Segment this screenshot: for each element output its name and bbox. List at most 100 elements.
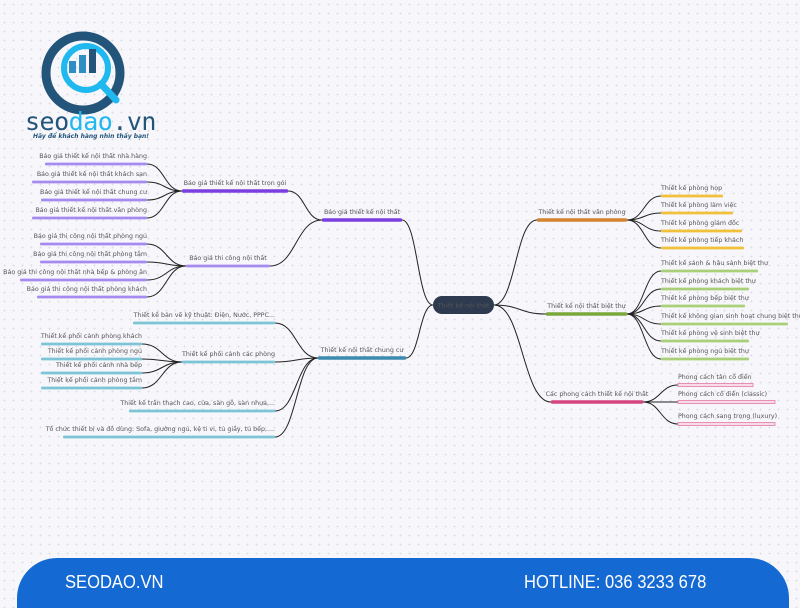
perspective-child[interactable]: Thiết kế phối cảnh phòng khách [40, 332, 142, 346]
style-child-underline [677, 383, 754, 387]
branch-office-underline [537, 218, 627, 222]
villa-child-label: Thiết kế không gian sinh hoạt chung biệt… [660, 312, 800, 320]
perspective-child-label: Thiết kế phối cảnh nhà bếp [55, 361, 142, 369]
quote-construction-label: Báo giá thi công nội thất [189, 254, 267, 262]
logo-ring-icon [41, 31, 125, 115]
branch-villa[interactable]: Thiết kế nội thất biệt thự [546, 302, 627, 316]
apartment-technical[interactable]: Thiết kế bản vẽ kỹ thuật: Điện, Nước, PP… [133, 311, 276, 325]
construction-child[interactable]: Báo giá thi công nội thất phòng khách [27, 285, 147, 299]
connector [146, 243, 187, 267]
villa-child[interactable]: Thiết kế phòng vệ sinh biệt thự [660, 329, 760, 343]
branch-office[interactable]: Thiết kế nội thất văn phòng [537, 208, 627, 222]
style-child-label: Phong cách tân cổ điển [678, 372, 752, 381]
villa-child-underline [661, 269, 758, 273]
apartment-perspective-label: Thiết kế phối cảnh các phòng [181, 350, 275, 358]
root-node[interactable]: Thiết kế nội thất [433, 296, 494, 314]
package-child-label: Báo giá thiết kế nội thất văn phòng [35, 206, 147, 214]
quote-package-label: Báo giá thiết kế nội thất trọn gói [184, 179, 287, 187]
seodao-logo [41, 31, 125, 115]
branch-styles[interactable]: Các phong cách thiết kế nội thất [546, 390, 649, 404]
construction-child-underline [40, 260, 147, 264]
apartment-ceiling[interactable]: Thiết kế trần thạch cao, cửa, sàn gỗ, sà… [119, 398, 275, 413]
office-child[interactable]: Thiết kế phòng làm việc [660, 201, 737, 215]
villa-child[interactable]: Thiết kế sảnh & hậu sảnh biệt thự [660, 259, 769, 273]
office-child-underline [661, 194, 723, 198]
root-node-label: Thiết kế nội thất [437, 302, 490, 310]
perspective-child[interactable]: Thiết kế phối cảnh phòng tắm [41, 375, 142, 390]
connector [141, 361, 183, 389]
quote-construction[interactable]: Báo giá thi công nội thất [186, 254, 270, 268]
bar-chart-icon [79, 55, 86, 73]
connector [274, 357, 319, 412]
apartment-perspective[interactable]: Thiết kế phối cảnh các phòng [181, 350, 275, 364]
construction-child-label: Báo giá thi công nội thất phòng tắm [33, 249, 147, 258]
office-child-label: Thiết kế phòng tiếp khách [660, 236, 743, 244]
style-child[interactable]: Phong cách sang trọng (luxury) [677, 412, 777, 426]
connector [141, 358, 183, 363]
quote-construction-underline [186, 264, 270, 268]
connector [642, 401, 679, 425]
office-child[interactable]: Thiết kế phòng họp [660, 184, 723, 198]
villa-child-underline [661, 322, 788, 326]
branch-apartment-underline [318, 356, 406, 360]
package-child-label: Báo giá thiết kế nội thất khách sạn [37, 170, 147, 178]
footer-site[interactable]: SEODAO.VN [65, 572, 164, 592]
footer-hotline[interactable]: HOTLINE: 036 3233 678 [524, 572, 707, 592]
office-child-label: Thiết kế phòng họp [660, 184, 722, 192]
quote-package[interactable]: Báo giá thiết kế nội thất trọn gói [182, 179, 288, 193]
apartment-ceiling-label: Thiết kế trần thạch cao, cửa, sàn gỗ, sà… [119, 398, 275, 407]
package-child[interactable]: Báo giá thiết kế nội thất chung cư [40, 188, 148, 202]
apartment-furniture[interactable]: Tổ chức thiết bị và đồ dùng: Sofa, giườn… [45, 424, 275, 439]
construction-child[interactable]: Báo giá thi công nội thất nhà bếp & phòn… [3, 268, 147, 282]
package-child[interactable]: Báo giá thiết kế nội thất khách sạn [32, 170, 147, 184]
villa-child[interactable]: Thiết kế không gian sinh hoạt chung biệt… [660, 312, 800, 326]
villa-child-label: Thiết kế phòng khách biệt thự [660, 277, 757, 285]
perspective-child-label: Thiết kế phối cảnh phòng tắm [46, 375, 142, 384]
construction-child[interactable]: Báo giá thi công nội thất phòng tắm [33, 249, 147, 264]
package-child[interactable]: Báo giá thiết kế nội thất nhà hàng [39, 152, 147, 166]
office-child-underline [661, 211, 733, 215]
villa-child-label: Thiết kế phòng bếp biệt thự [660, 294, 750, 302]
package-child-label: Báo giá thiết kế nội thất nhà hàng [39, 152, 147, 160]
branch-apartment[interactable]: Thiết kế nội thất chung cư [318, 346, 406, 360]
perspective-child-underline [41, 371, 142, 375]
villa-child[interactable]: Thiết kế phòng bếp biệt thự [660, 294, 750, 308]
villa-child-underline [661, 339, 749, 343]
apartment-furniture-label: Tổ chức thiết bị và đồ dùng: Sofa, giườn… [45, 424, 275, 433]
perspective-child-underline [41, 342, 142, 346]
package-child-underline [32, 180, 147, 184]
apartment-ceiling-underline [129, 409, 275, 413]
office-child[interactable]: Thiết kế phòng tiếp khách [660, 236, 744, 250]
perspective-child-underline [41, 357, 142, 361]
construction-child[interactable]: Báo giá thi công nội thất phòng ngủ [34, 232, 147, 246]
perspective-child[interactable]: Thiết kế phối cảnh phòng ngủ [41, 347, 142, 361]
villa-child[interactable]: Thiết kế phòng ngủ biệt thự [660, 347, 750, 361]
connector [493, 304, 552, 403]
construction-child-label: Báo giá thi công nội thất nhà bếp & phòn… [3, 268, 147, 276]
perspective-child[interactable]: Thiết kế phối cảnh nhà bếp [41, 361, 142, 375]
package-child[interactable]: Báo giá thiết kế nội thất văn phòng [32, 206, 147, 220]
root-node-bg [433, 296, 494, 314]
connector [141, 361, 183, 374]
construction-child-underline [37, 295, 147, 299]
connector [146, 261, 187, 267]
perspective-child-label: Thiết kế phối cảnh phòng khách [40, 332, 142, 340]
branch-quote-underline [322, 218, 402, 222]
magnifier-icon [61, 43, 111, 93]
branch-apartment-label: Thiết kế nội thất chung cư [320, 346, 405, 354]
connector [493, 304, 547, 315]
construction-child-label: Báo giá thi công nội thất phòng ngủ [34, 232, 147, 240]
quote-package-underline [182, 189, 288, 193]
villa-child[interactable]: Thiết kế phòng khách biệt thự [660, 277, 757, 291]
logo-tagline: Hãy để khách hàng nhìn thấy bạn! [33, 133, 150, 140]
style-child[interactable]: Phong cách cổ điển (classic) [677, 389, 776, 404]
bar-chart-icon [89, 49, 96, 73]
logo-dao: dao [68, 107, 113, 136]
office-child[interactable]: Thiết kế phòng giám đốc [660, 219, 742, 233]
branch-quote[interactable]: Báo giá thiết kế nội thất [322, 208, 402, 222]
style-child[interactable]: Phong cách tân cổ điển [677, 372, 754, 387]
villa-child-label: Thiết kế sảnh & hậu sảnh biệt thự [660, 259, 769, 267]
package-child-underline [41, 198, 147, 202]
branch-office-label: Thiết kế nội thất văn phòng [537, 208, 625, 216]
